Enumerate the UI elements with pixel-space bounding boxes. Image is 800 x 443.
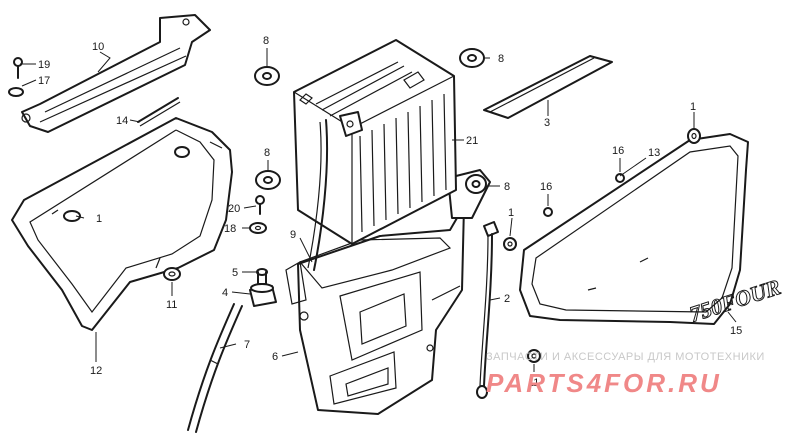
callout-labels: 19 17 10 14 1 11 12 8 8 8 8 20 18 9 5 4 …: [38, 35, 742, 389]
part-cap-4: [249, 283, 277, 307]
part-grommet-8-c: [459, 48, 485, 68]
part-breather-hose: [187, 303, 243, 433]
part-battery-cable: [476, 221, 499, 399]
callout-3: 3: [544, 117, 550, 129]
callout-11-right: 11: [528, 377, 539, 389]
callout-10: 10: [92, 41, 104, 53]
callout-1-left: 1: [96, 213, 102, 225]
watermark: ЗАПЧАСТИ И АКСЕССУАРЫ ДЛЯ МОТОТЕХНИКИ PA…: [486, 351, 765, 398]
part-fuse-5: [256, 268, 268, 285]
callout-16-a: 16: [612, 145, 624, 157]
part-screw-19: [13, 57, 23, 79]
callout-1-mid: 1: [508, 207, 514, 219]
callout-14: 14: [116, 115, 128, 127]
part-battery-case: [285, 169, 491, 415]
part-battery-band: [483, 55, 613, 119]
part-nut-16-b: [543, 207, 553, 217]
callout-11-left: 11: [166, 299, 177, 311]
callout-13: 13: [648, 147, 660, 159]
callout-20: 20: [228, 203, 240, 215]
callout-4: 4: [222, 287, 228, 299]
part-grommet-1-mid: [503, 237, 517, 251]
callout-21: 21: [466, 135, 478, 147]
callout-1-right: 1: [690, 101, 696, 113]
callout-6: 6: [272, 351, 278, 363]
part-nut-16-a: [615, 173, 625, 183]
callout-12: 12: [90, 365, 102, 377]
part-grommet-11-right: [527, 349, 541, 363]
part-right-side-cover: [519, 133, 749, 325]
part-left-side-cover: [11, 117, 233, 331]
part-grommet-11-left: [163, 267, 181, 281]
callout-8-top: 8: [263, 35, 269, 47]
callout-19: 19: [38, 59, 50, 71]
callout-8-mid: 8: [264, 147, 270, 159]
leader-lines: [20, 48, 737, 372]
callout-8-right: 8: [504, 181, 510, 193]
callout-8-right-top: 8: [498, 53, 504, 65]
part-rubber-strip: [137, 97, 181, 127]
callout-5: 5: [232, 267, 238, 279]
part-washer-18: [249, 222, 267, 234]
watermark-brand: PARTS4FOR.RU: [486, 368, 722, 398]
part-grommet-8-b: [255, 170, 281, 190]
part-battery-bracket: [21, 14, 211, 133]
part-bolt-20: [255, 195, 265, 215]
callout-18: 18: [224, 223, 236, 235]
callout-7: 7: [244, 339, 250, 351]
part-washer-17: [8, 87, 24, 97]
callout-17: 17: [38, 75, 50, 87]
watermark-tagline: ЗАПЧАСТИ И АКСЕССУАРЫ ДЛЯ МОТОТЕХНИКИ: [486, 351, 765, 363]
part-vent-tube: [307, 119, 329, 271]
callout-2: 2: [504, 293, 510, 305]
callout-16-b: 16: [540, 181, 552, 193]
callout-15: 15: [730, 325, 742, 337]
part-battery: [293, 39, 457, 245]
part-grommet-8-a: [254, 66, 280, 86]
part-grommet-1-right: [687, 128, 701, 144]
callout-9: 9: [290, 229, 296, 241]
